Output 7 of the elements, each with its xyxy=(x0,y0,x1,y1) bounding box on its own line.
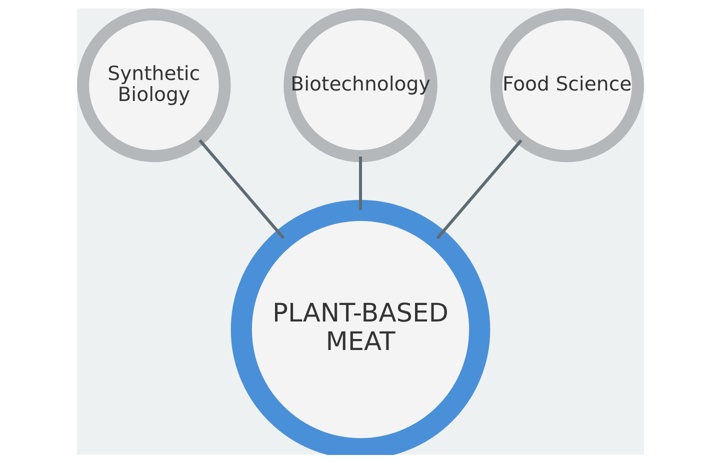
node-circle: Biotechnology xyxy=(283,8,437,162)
node-circle: Food Science xyxy=(490,8,644,162)
connector xyxy=(198,139,284,240)
connector xyxy=(358,156,362,210)
node-circle: Synthetic Biology xyxy=(76,8,230,162)
node-circle: PLANT-BASED MEAT xyxy=(230,200,490,455)
connector xyxy=(436,139,522,240)
